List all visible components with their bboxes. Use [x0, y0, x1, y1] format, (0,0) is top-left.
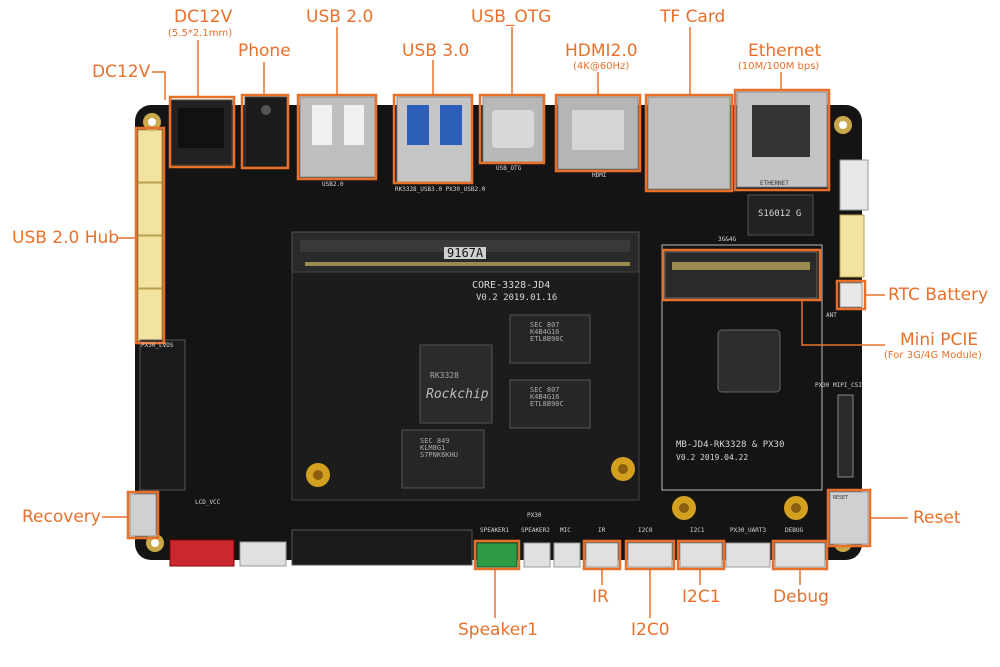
- lcd-silk: LCD_VCC: [195, 499, 221, 506]
- i2c0-connector: [627, 542, 673, 568]
- base-ver-text: V0.2 2019.04.22: [676, 453, 749, 462]
- hl-mini-pcie: [661, 248, 822, 302]
- hl-usb-hub: [134, 126, 166, 345]
- red-connector: [169, 539, 235, 567]
- label-recovery: Recovery: [22, 507, 101, 527]
- debug-connector: [774, 542, 826, 568]
- i2c1-silk: I2C1: [690, 527, 705, 534]
- hl-dc12v: [168, 95, 236, 169]
- i2c0-silk: I2C0: [638, 527, 653, 534]
- soc-chip: [419, 344, 493, 424]
- speaker-connector: [476, 542, 518, 568]
- label-tf-card: TF Card: [660, 7, 726, 27]
- ir-silk: IR: [598, 527, 606, 534]
- lvds-header: [139, 339, 186, 491]
- chip-brand-text: Rockchip: [426, 387, 489, 402]
- label-ethernet: Ethernet: [748, 41, 822, 61]
- eth-silk: ETHERNET: [760, 180, 789, 187]
- module-3g-silk: 3G&4G: [718, 236, 737, 243]
- label-mini-pcie: Mini PCIE: [900, 330, 979, 350]
- tf-slot: [647, 96, 731, 190]
- label-dc12v-left: DC12V: [92, 62, 151, 82]
- i2c1-connector: [679, 542, 723, 568]
- uart3-connector: [725, 542, 771, 568]
- label-usb-hub: USB 2.0 Hub: [12, 228, 120, 248]
- px30-silk: PX30: [527, 512, 542, 519]
- mic-connector: [553, 542, 581, 568]
- usb-hub-header-4: [137, 288, 163, 342]
- core-name-text: CORE-3328-JD4: [472, 280, 551, 291]
- module-outline: [661, 244, 823, 491]
- mipi-connector: [837, 394, 854, 478]
- emmc-chip: [401, 429, 485, 489]
- ethernet-chip-text: S16012 G: [758, 209, 802, 219]
- speaker2-silk: SPEAKER2: [521, 527, 550, 534]
- usb20-silk: USB2.0: [322, 181, 344, 188]
- otg-silk: USB_OTG: [496, 165, 522, 172]
- rtc-connector: [839, 282, 863, 308]
- leader-dc12v-left: [152, 71, 166, 100]
- ram-text-1: SEC 807 K4B4G16 ETL8B90C: [530, 321, 564, 343]
- label-usb20: USB 2.0: [306, 7, 374, 27]
- hl-speaker: [473, 539, 521, 571]
- hl-i2c1: [676, 539, 726, 571]
- hl-recovery: [126, 490, 160, 540]
- label-hdmi: HDMI2.0: [565, 41, 638, 61]
- emmc-text: SEC 849 KLM8G1 S7PNK6KHU: [420, 437, 458, 459]
- label-usb-otg: USB_OTG: [471, 7, 552, 27]
- label-i2c0: I2C0: [631, 620, 670, 640]
- usb30-silk: RK3328_USB3.0 PX30_USB2.0: [395, 186, 486, 193]
- hdmi-silk: HDMI: [592, 172, 607, 179]
- label-mini-pcie-sub: (For 3G/4G Module): [884, 350, 982, 361]
- label-debug: Debug: [773, 587, 829, 607]
- gpio-header: [291, 529, 473, 566]
- uart-silk: PX30_UART3: [730, 527, 767, 534]
- white-connector-1: [239, 541, 287, 567]
- base-name-text: MB-JD4-RK3328 & PX30: [676, 440, 785, 450]
- yellow-header-right: [839, 214, 865, 278]
- usb-hub-header-3: [137, 235, 163, 289]
- label-dc12v-top-sub: (5.5*2.1mm): [168, 28, 233, 39]
- label-rtc-battery: RTC Battery: [888, 285, 989, 305]
- leader-mini-pcie: [801, 300, 885, 346]
- label-ethernet-sub: (10M/100M bps): [738, 61, 820, 72]
- lvds-silk: PX30_LVDS: [141, 342, 174, 349]
- label-usb30: USB 3.0: [402, 41, 470, 61]
- reset-button: [829, 491, 869, 545]
- hl-tf: [644, 93, 734, 193]
- speaker-silk: SPEAKER1: [480, 527, 509, 534]
- ram-chip-1: [509, 314, 591, 364]
- label-hdmi-sub: (4K@60Hz): [573, 61, 630, 72]
- label-dc12v-top: DC12V: [174, 7, 233, 27]
- usb-hub-header-2: [137, 182, 163, 236]
- power-connector-right: [839, 159, 869, 211]
- hl-ethernet: [733, 88, 831, 192]
- core-ver-text: V0.2 2019.01.16: [476, 293, 558, 303]
- ant-silk: ANT: [826, 312, 837, 319]
- debug-silk: DEBUG: [785, 527, 804, 534]
- label-reset: Reset: [913, 508, 961, 528]
- wifi-module: [717, 329, 781, 393]
- ram-text-2: SEC 807 K4B4G16 ETL8B90C: [530, 386, 564, 408]
- recovery-button: [129, 493, 157, 537]
- mini-pcie-slot: [664, 251, 818, 299]
- hl-phone: [240, 93, 290, 170]
- reset-silk: RESET: [833, 495, 849, 501]
- mipi-silk: PX30 MIPI_CSI: [815, 382, 862, 389]
- label-phone: Phone: [238, 41, 291, 61]
- slot-code-text: 9167A: [444, 247, 487, 259]
- ram-chip-2: [509, 379, 591, 429]
- speaker2-connector: [523, 542, 551, 568]
- label-i2c1: I2C1: [682, 587, 721, 607]
- label-speaker1: Speaker1: [458, 620, 538, 640]
- chip-model-text: RK3328: [430, 371, 459, 380]
- ir-connector: [585, 542, 619, 568]
- mic-silk: MIC: [560, 527, 571, 534]
- ethernet-transformer: [747, 194, 814, 236]
- usb-hub-header-1: [137, 129, 163, 183]
- label-ir: IR: [592, 587, 609, 607]
